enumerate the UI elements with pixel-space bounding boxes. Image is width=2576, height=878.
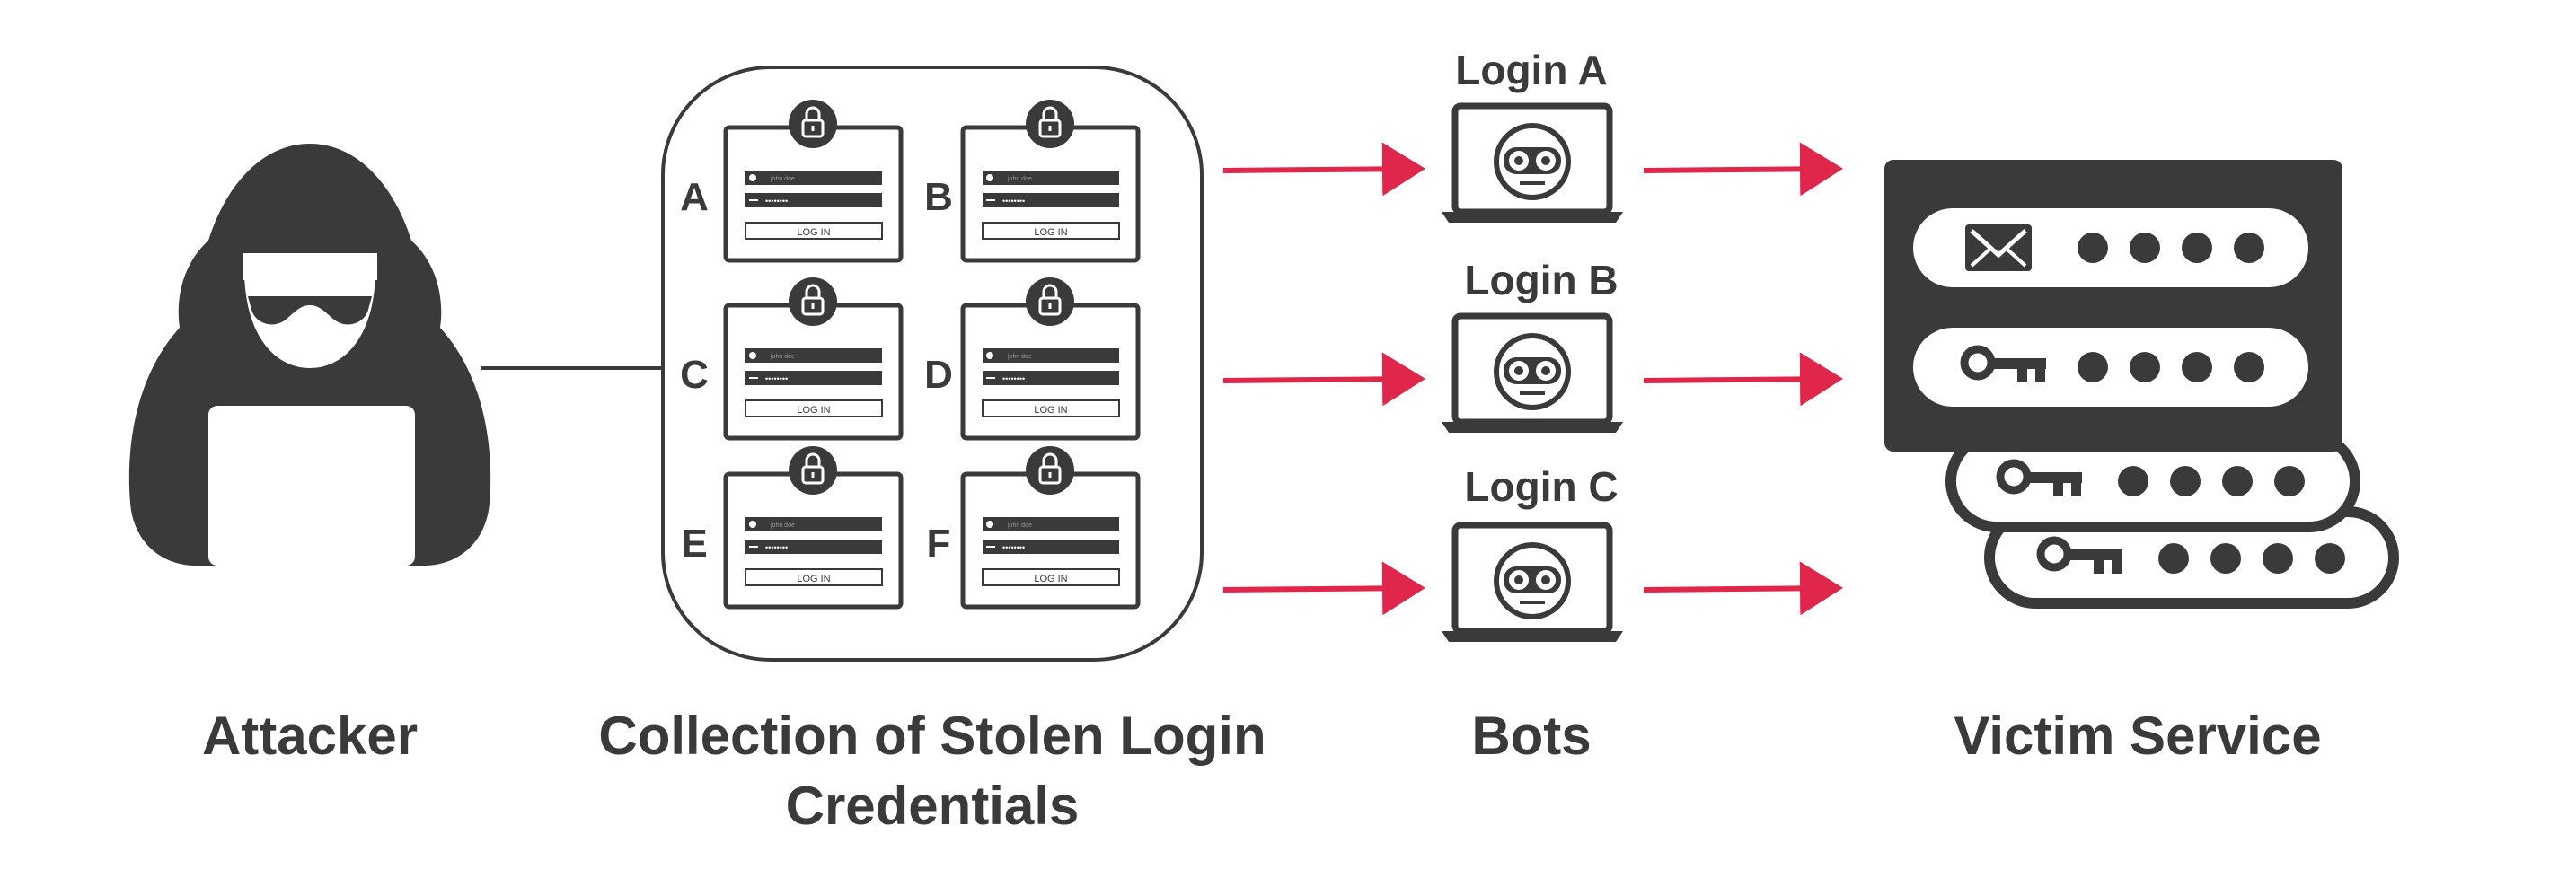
arrow-to-victim bbox=[1643, 352, 1843, 407]
padlock-icon bbox=[1026, 446, 1074, 495]
login-card: john doe •••••••• LOG IN bbox=[723, 100, 904, 263]
card-letter: C bbox=[680, 353, 709, 397]
attacker-caption: Attacker bbox=[202, 706, 418, 766]
login-card: john doe •••••••• LOG IN bbox=[960, 446, 1141, 610]
password-value: •••••••• bbox=[765, 374, 788, 383]
username-value: john doe bbox=[770, 354, 795, 360]
padlock-icon bbox=[789, 277, 837, 326]
login-card: john doe •••••••• LOG IN bbox=[723, 277, 904, 441]
username-value: john doe bbox=[770, 522, 795, 529]
bot-login-label: Login A bbox=[1455, 47, 1607, 93]
username-value: john doe bbox=[1007, 522, 1032, 529]
padlock-icon bbox=[789, 446, 837, 495]
robot-laptop-icon bbox=[1442, 102, 1623, 223]
key-icon bbox=[1960, 345, 2046, 382]
card-letter: F bbox=[927, 522, 951, 566]
bot-login-label: Login B bbox=[1464, 257, 1618, 303]
victim-password-dots bbox=[2078, 233, 2345, 574]
password-value: •••••••• bbox=[1002, 197, 1025, 206]
arrow-to-victim bbox=[1643, 561, 1843, 616]
bot-laptop: Login A bbox=[1442, 47, 1623, 223]
attacker-icon bbox=[128, 144, 491, 566]
login-button: LOG IN bbox=[1034, 227, 1067, 238]
arrow-to-bot bbox=[1222, 352, 1425, 407]
card-letter: E bbox=[681, 522, 707, 566]
login-button: LOG IN bbox=[797, 405, 830, 416]
username-value: john doe bbox=[1007, 176, 1032, 182]
card-letter: B bbox=[924, 175, 953, 219]
collection-frame bbox=[661, 66, 1204, 662]
password-value: •••••••• bbox=[765, 197, 788, 206]
padlock-icon bbox=[1026, 100, 1074, 148]
robot-laptop-icon bbox=[1442, 522, 1623, 642]
password-value: •••••••• bbox=[1002, 374, 1025, 383]
key-icon bbox=[2036, 536, 2122, 574]
victim-keys bbox=[1960, 345, 2122, 574]
bots-caption: Bots bbox=[1471, 706, 1591, 766]
bot-login-label: Login C bbox=[1464, 463, 1618, 510]
envelope-icon bbox=[1965, 224, 2032, 271]
padlock-icon bbox=[1026, 277, 1074, 326]
login-button: LOG IN bbox=[1034, 405, 1067, 416]
robot-laptop-icon bbox=[1442, 312, 1623, 433]
victim-service-icon bbox=[1884, 160, 2399, 609]
login-button: LOG IN bbox=[797, 227, 830, 238]
arrow-to-bot bbox=[1222, 142, 1425, 197]
login-card: john doe •••••••• LOG IN bbox=[723, 446, 904, 610]
bots-group: Login A Login B Login C bbox=[1222, 47, 1843, 642]
login-button: LOG IN bbox=[1034, 574, 1067, 584]
collection-caption-line2: Credentials bbox=[786, 776, 1080, 836]
password-value: •••••••• bbox=[1002, 543, 1025, 552]
username-value: john doe bbox=[770, 176, 795, 182]
arrow-to-victim bbox=[1643, 142, 1843, 197]
login-card: john doe •••••••• LOG IN bbox=[960, 277, 1141, 441]
arrow-to-bot bbox=[1222, 561, 1425, 616]
victim-caption: Victim Service bbox=[1954, 706, 2321, 766]
padlock-icon bbox=[789, 100, 837, 148]
key-icon bbox=[1996, 459, 2082, 496]
card-letter: D bbox=[924, 353, 953, 397]
card-letter: A bbox=[680, 175, 709, 219]
collection-caption-line1: Collection of Stolen Login bbox=[598, 706, 1266, 766]
login-button: LOG IN bbox=[797, 574, 830, 584]
bot-laptop: Login B bbox=[1442, 257, 1623, 433]
password-value: •••••••• bbox=[765, 543, 788, 552]
bot-laptop: Login C bbox=[1442, 463, 1623, 642]
username-value: john doe bbox=[1007, 354, 1032, 360]
login-card: john doe •••••••• LOG IN bbox=[960, 100, 1141, 263]
